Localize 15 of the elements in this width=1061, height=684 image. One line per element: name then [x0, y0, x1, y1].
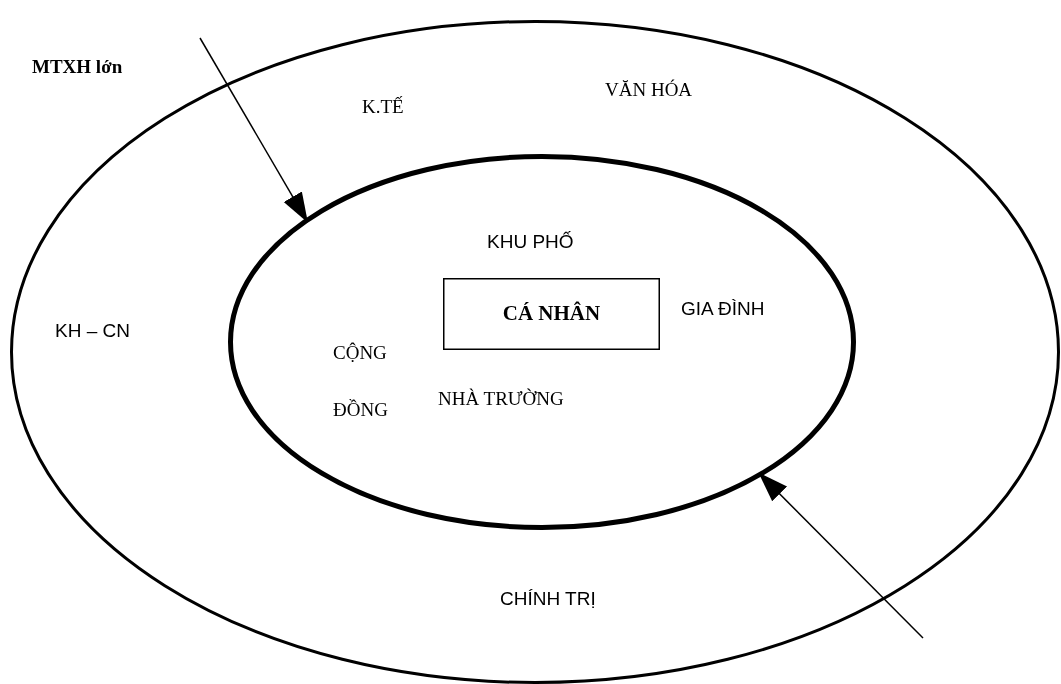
region-label: VĂN HÓA: [605, 79, 693, 102]
region-label: NHÀ TRƯỜNG: [438, 388, 564, 411]
outer-ellipse: [10, 20, 1060, 684]
diagram-label: MTXH lớn: [32, 56, 123, 79]
region-label: GIA ĐÌNH: [681, 298, 765, 321]
region-label: KH – CN: [55, 320, 130, 343]
arrow: [758, 472, 924, 639]
process-box: [443, 278, 660, 350]
region-label: CHÍNH TRỊ: [500, 588, 596, 611]
region-label: K.TẾ: [362, 96, 404, 119]
region-label: KHU PHỐ: [487, 231, 574, 254]
region-label: CÁ NHÂN: [501, 301, 602, 327]
arrow: [199, 37, 308, 223]
inner-ellipse: [228, 154, 856, 530]
region-label: CỘNG ĐỒNG: [333, 341, 388, 422]
